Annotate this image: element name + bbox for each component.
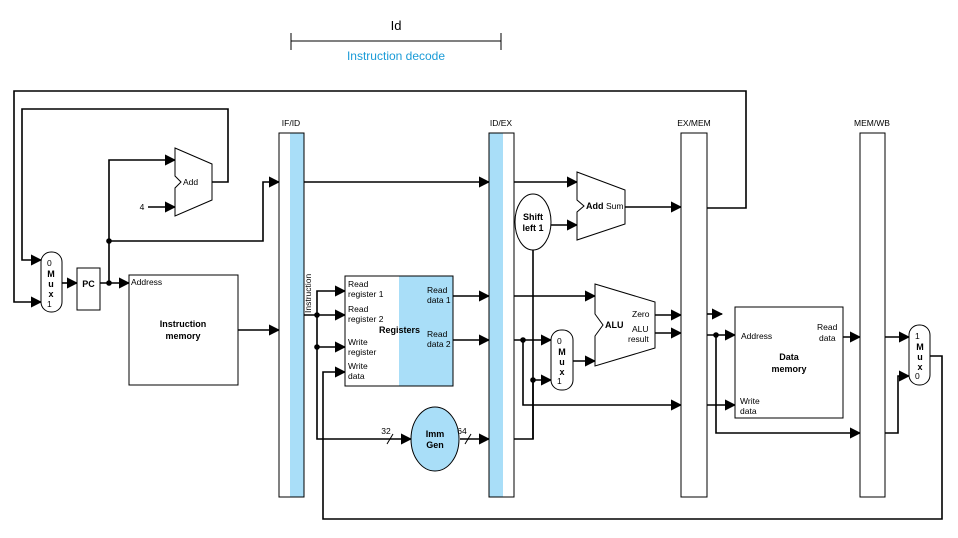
pc-mux: 0 M u x 1 [40, 251, 63, 313]
ex-mem-register [680, 132, 708, 498]
dmem-write-data-a: Write [740, 396, 760, 406]
branch-adder-sum: Sum [606, 201, 623, 211]
alu-result-b: result [628, 334, 649, 344]
wb-mux-letter-m: M [916, 342, 924, 352]
branch-adder-label: Add [586, 201, 604, 211]
shift-line1: Shift [523, 212, 543, 222]
imm-gen-line2: Gen [426, 440, 444, 450]
pc-adder-label: Add [183, 177, 198, 187]
alu-mux-in1: 1 [557, 376, 562, 386]
reg-write-reg-b: register [348, 347, 377, 357]
pipe-reg-label-if-id: IF/ID [282, 118, 300, 128]
dmem-write-data-b: data [740, 406, 757, 416]
pc-mux-in0: 0 [47, 258, 52, 268]
if-id-register [278, 132, 305, 498]
stage-bracket [290, 33, 502, 50]
pc-label: PC [82, 279, 95, 289]
imm-gen: Imm Gen [410, 406, 460, 472]
reg-read-data2-b: data 2 [427, 339, 451, 349]
alu-mux-letter-u: u [559, 357, 565, 367]
alu-zero: Zero [632, 309, 650, 319]
imem-title-line1: Instruction [160, 319, 207, 329]
imem-address-label: Address [131, 277, 162, 287]
pipe-reg-label-id-ex: ID/EX [490, 118, 513, 128]
reg-read-reg2-b: register 2 [348, 314, 384, 324]
reg-read-reg2-a: Read [348, 304, 369, 314]
instruction-label: Instruction [303, 274, 313, 313]
reg-read-data2-a: Read [427, 329, 448, 339]
shift-line2: left 1 [522, 223, 543, 233]
alu-result-a: ALU [632, 324, 649, 334]
pipe-reg-label-ex-mem: EX/MEM [677, 118, 711, 128]
pc-mux-letter-x: x [48, 289, 53, 299]
imem-title-line2: memory [165, 331, 200, 341]
shift-left-unit: Shift left 1 [514, 193, 552, 251]
dmem-title-line2: memory [771, 364, 806, 374]
alu-mux-letter-m: M [558, 347, 566, 357]
pc-mux-in1: 1 [47, 299, 52, 309]
reg-read-data1-a: Read [427, 285, 448, 295]
register-file: Read register 1 Read register 2 Write re… [344, 275, 454, 387]
junction-dots [106, 238, 719, 383]
wires [13, 90, 943, 520]
dmem-read-data-a: Read [817, 322, 838, 332]
imm-out-bits: 64 [457, 426, 467, 436]
id-ex-register [488, 132, 515, 498]
reg-write-data-b: data [348, 371, 365, 381]
wb-mux-letter-u: u [917, 352, 923, 362]
mem-wb-register [859, 132, 886, 498]
wb-mux: 1 M u x 0 [908, 324, 931, 386]
reg-write-reg-a: Write [348, 337, 368, 347]
const-four: 4 [140, 202, 145, 212]
dmem-read-data-b: data [819, 333, 836, 343]
pc-register: PC [76, 267, 101, 311]
dmem-address-label: Address [741, 331, 772, 341]
reg-title: Registers [379, 325, 420, 335]
stage-title: Id [391, 18, 402, 33]
pc-adder: Add [174, 147, 213, 217]
dmem-title-line1: Data [779, 352, 800, 362]
alu-mux: 0 M u x 1 [550, 329, 574, 391]
alu-mux-letter-x: x [559, 367, 564, 377]
alu-label: ALU [605, 320, 624, 330]
reg-read-reg1-a: Read [348, 279, 369, 289]
alu: ALU Zero ALU result [594, 283, 656, 367]
reg-read-reg1-b: register 1 [348, 289, 384, 299]
reg-write-data-a: Write [348, 361, 368, 371]
pc-mux-letter-u: u [48, 279, 54, 289]
branch-adder: Add Sum [576, 171, 626, 241]
imm-gen-line1: Imm [426, 429, 445, 439]
data-memory: Address Read data Data memory Write data [734, 306, 844, 419]
imm-in-bits: 32 [381, 426, 391, 436]
instruction-memory: Address Instruction memory [128, 274, 239, 386]
pipe-reg-label-mem-wb: MEM/WB [854, 118, 890, 128]
stage-subtitle: Instruction decode [347, 49, 445, 63]
alu-mux-in0: 0 [557, 336, 562, 346]
wb-mux-in0: 0 [915, 371, 920, 381]
wb-mux-in1: 1 [915, 331, 920, 341]
wb-mux-letter-x: x [917, 362, 922, 372]
pc-mux-letter-m: M [47, 269, 55, 279]
reg-read-data1-b: data 1 [427, 295, 451, 305]
